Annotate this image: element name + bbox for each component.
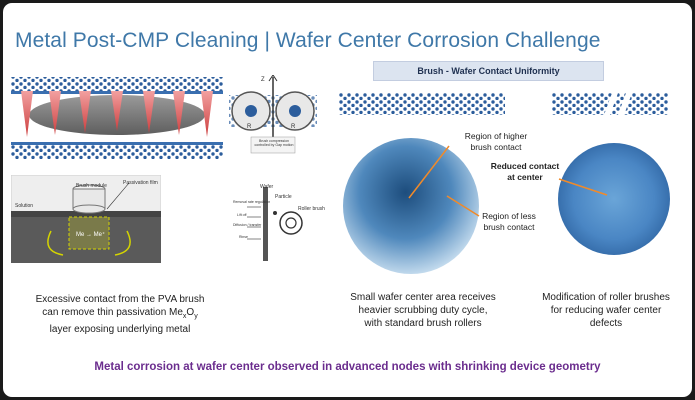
rinse-label: Rinse — [239, 235, 248, 239]
caption-passivation: Excessive contact from the PVA brush can… — [35, 294, 205, 335]
brush-module-label: Brush module — [76, 183, 107, 189]
reduced-contact-label: Reduced contact at center — [490, 161, 560, 182]
roller-left-r-label: R — [247, 124, 252, 130]
roller-brush-label: Roller brush — [298, 206, 325, 212]
gap-motion-note: Brush compression controlled by Gap moti… — [254, 139, 294, 147]
removal-rate-label: Removal rate regulation — [233, 200, 271, 204]
reaction-label: Me → Me⁺ — [76, 232, 106, 238]
roller-brush-schematic — [247, 187, 303, 261]
page-title: Metal Post-CMP Cleaning | Wafer Center C… — [15, 29, 601, 52]
lift-off-label: Lift off — [237, 213, 247, 217]
dual-roller-illustration — [223, 75, 323, 154]
section-banner: Brush - Wafer Contact Uniformity — [373, 61, 604, 81]
z-axis-label: Z — [261, 77, 265, 83]
brush-cross-section-illustration — [11, 77, 223, 159]
slide: Metal Post-CMP Cleaning | Wafer Center C… — [3, 3, 692, 397]
higher-contact-label: Region of higher brush contact — [464, 131, 528, 152]
conclusion-text: Metal corrosion at wafer center observed… — [94, 361, 601, 373]
standard-brush-strip — [339, 93, 505, 115]
modified-brush-strip — [552, 93, 668, 115]
passivation-film-diagram — [11, 175, 161, 263]
diffusion-label: Diffusion / transfer — [233, 223, 262, 227]
solution-label: Solution — [15, 203, 34, 209]
particle-label: Particle — [275, 194, 292, 200]
less-contact-label: Region of less brush contact — [482, 211, 536, 232]
wafer-modified — [558, 143, 670, 255]
wafer-label: Wafer — [260, 184, 274, 190]
caption-center-scrubbing: Small wafer center area receives heavier… — [350, 292, 496, 329]
roller-right-r-label: R — [291, 124, 296, 130]
wafer-standard — [343, 138, 480, 274]
passivation-film-label: Passivation film — [123, 180, 158, 186]
caption-roller-modification: Modification of roller brushes for reduc… — [542, 292, 670, 329]
